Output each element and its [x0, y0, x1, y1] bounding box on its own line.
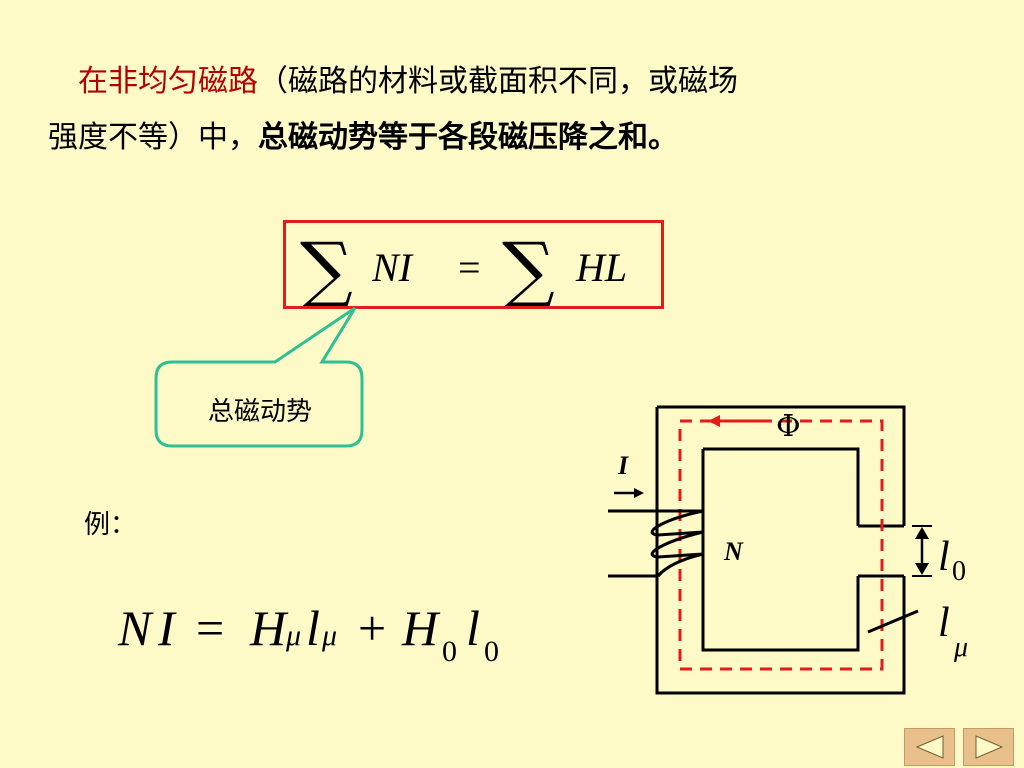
eq-H0: H [401, 600, 441, 656]
formula-svg: ∑ NI = ∑ HL [300, 227, 627, 313]
current-label: I [617, 451, 629, 480]
coil-windings [650, 509, 704, 578]
path-label-leader [867, 609, 919, 634]
eq-H-mu: H [249, 600, 289, 656]
path-label-base: l [938, 600, 950, 646]
eq-zero-sub-1: 0 [442, 635, 457, 668]
intro-paren-text: （磁路的材料或截面积不同，或磁场 [258, 64, 738, 99]
eq-l0: l [466, 600, 480, 656]
prev-slide-button[interactable] [904, 728, 955, 766]
turns-label: N [723, 537, 744, 566]
flux-symbol: Φ [776, 409, 801, 444]
eq-l-mu: l [306, 600, 320, 656]
sum-symbol-right: ∑ [502, 227, 555, 306]
flux-path [678, 419, 884, 671]
formula-equals: = [458, 245, 481, 290]
triangle-right-icon [975, 735, 1003, 759]
formula-rhs: HL [575, 245, 627, 290]
formula-lhs: NI [371, 245, 414, 290]
sum-symbol-left: ∑ [300, 227, 353, 306]
next-slide-button[interactable] [963, 728, 1014, 766]
eq-plus: + [358, 600, 386, 656]
magnetic-circuit-diagram: Φ I N l 0 l μ [608, 405, 968, 695]
core-inner [701, 447, 860, 652]
flux-arrow-head [708, 415, 720, 427]
intro-line2-bold: 总磁动势等于各段磁压降之和。 [258, 120, 678, 155]
callout-shape [154, 306, 364, 448]
eq-equals: = [196, 600, 224, 656]
eq-zero-sub-2: 0 [484, 635, 499, 668]
triangle-left-icon [915, 735, 943, 759]
path-label-sub: μ [953, 632, 968, 663]
callout-bubble [154, 306, 364, 448]
intro-line2-normal: 强度不等）中， [48, 120, 258, 155]
example-equation: N I = H μ l μ + H 0 l 0 [117, 600, 499, 668]
formula-box: ∑ NI = ∑ HL [283, 220, 664, 313]
intro-line-1: 在非均匀磁路（磁路的材料或截面积不同，或磁场 [78, 60, 994, 104]
eq-I: I [157, 600, 177, 656]
intro-highlight: 在非均匀磁路 [78, 64, 258, 99]
eq-N: N [117, 600, 154, 656]
gap-arrow-up [915, 527, 929, 539]
gap-label-sub: 0 [952, 556, 966, 587]
current-arrow-head [634, 488, 644, 498]
callout-label: 总磁动势 [207, 396, 312, 427]
eq-mu-sub-1: μ [285, 619, 301, 652]
example-label: 例： [84, 510, 137, 540]
gap-label-base: l [938, 534, 950, 580]
eq-mu-sub-2: μ [321, 619, 337, 652]
gap-arrow-down [915, 563, 929, 575]
intro-line-2: 强度不等）中，总磁动势等于各段磁压降之和。 [48, 116, 994, 160]
